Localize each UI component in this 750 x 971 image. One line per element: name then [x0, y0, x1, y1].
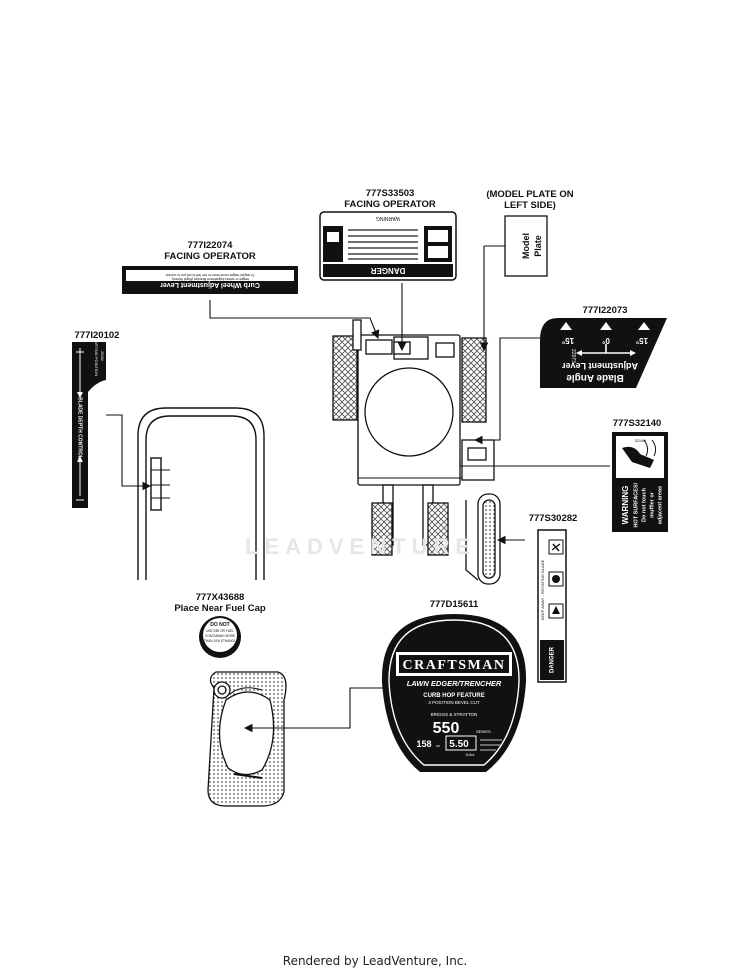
danger-strip-text: KEEP AWAY - ROTATING BLADE	[540, 559, 545, 620]
decal-hot-warning: 32140 WARNING HOT SURFACES! Do not touch…	[612, 432, 668, 532]
model-plate-line2: Plate	[533, 235, 543, 257]
part-note: Place Near Fuel Cap	[174, 603, 266, 614]
blade-angle-center: 0°	[602, 336, 610, 345]
part-note: LEFT SIDE)	[504, 200, 556, 211]
part-label-777S32140: 777S32140	[602, 418, 672, 429]
curb-wheel-title: Curb Wheel Adjustment Lever	[160, 281, 260, 288]
hot-warning-line4: adjacent areas	[657, 486, 663, 524]
decal-danger-top: DANGER WARNING	[319, 211, 457, 281]
leader-lines	[106, 245, 610, 733]
blade-angle-code: 22073	[570, 349, 576, 363]
hot-warning-line1: HOT SURFACES!	[633, 482, 639, 527]
depth-control-label: BLADE DEPTH CONTROL	[77, 397, 83, 459]
craftsman-series-sub: SERIES	[476, 729, 491, 734]
decal-blade-angle: 15° 0° 15° Adjustment Lever Blade Angle …	[540, 318, 667, 388]
blade-angle-left: 15°	[636, 336, 648, 345]
fuel-cap-line3: CONTAINING MORE	[205, 634, 235, 638]
blade-angle-line2: Adjustment Lever	[562, 361, 639, 371]
part-number: 777I22073	[582, 305, 628, 316]
part-label-model-plate: (MODEL PLATE ON LEFT SIDE)	[470, 189, 590, 211]
hot-warning-code: 32140	[634, 438, 646, 443]
part-label-777S30282: 777S30282	[518, 513, 588, 524]
decal-fuel-cap: DO NOT USE E85 OR FUEL CONTAINING MORE T…	[199, 616, 241, 658]
fuel-cap-line1: DO NOT	[210, 622, 229, 628]
craftsman-cc-unit: cc	[436, 743, 440, 748]
part-number: 777X43688	[195, 592, 245, 603]
hot-warning-line2: Do not touch	[641, 487, 647, 522]
danger-top-warning: WARNING	[376, 215, 400, 221]
decal-danger-strip: DANGER KEEP AWAY - ROTATING BLADE	[537, 529, 567, 683]
decal-curb-wheel: To adjust height move lever to the left …	[122, 266, 298, 294]
part-number: 777I20102	[74, 330, 120, 341]
craftsman-product: LAWN EDGER/TRENCHER	[407, 679, 502, 688]
craftsman-torque: 5.50	[449, 739, 469, 750]
curb-wheel-text: To adjust height move lever to the left …	[166, 273, 255, 277]
craftsman-cc: 158	[416, 739, 431, 749]
part-label-777I22074: 777I22074 FACING OPERATOR	[140, 240, 280, 262]
craftsman-feature2: 3 POSITION BEVEL CUT	[428, 700, 480, 705]
fuel-cap-line2: USE E85 OR FUEL	[206, 629, 234, 633]
model-plate-line1: Model	[521, 233, 531, 259]
part-number: 777I22074	[187, 240, 233, 251]
part-number: 777S32140	[612, 418, 662, 429]
depth-control-top: STARTING POSITION	[94, 336, 99, 376]
craftsman-feature1: CURB HOP FEATURE	[423, 693, 484, 699]
part-label-777I20102: 777I20102	[62, 330, 132, 341]
craftsman-engine-brand: BRIGGS & STRATTON	[431, 712, 478, 717]
part-note: FACING OPERATOR	[344, 199, 436, 210]
danger-strip-header: DANGER	[550, 646, 556, 673]
depth-control-code: 20102	[100, 351, 104, 361]
part-number: 777S33503	[365, 188, 415, 199]
edger-machine	[332, 319, 501, 585]
decal-craftsman: CRAFTSMAN LAWN EDGER/TRENCHER CURB HOP F…	[381, 614, 527, 772]
part-note: (MODEL PLATE ON	[486, 189, 574, 200]
decal-model-plate: Model Plate	[504, 215, 548, 277]
footer-credit: Rendered by LeadVenture, Inc.	[282, 954, 468, 968]
craftsman-series: 550	[433, 720, 460, 737]
part-label-777X43688: 777X43688 Place Near Fuel Cap	[160, 592, 280, 614]
part-label-777D15611: 777D15611	[414, 599, 494, 610]
danger-top-header: DANGER	[370, 266, 405, 275]
hot-warning-header: WARNING	[621, 486, 630, 525]
engine	[207, 671, 287, 807]
decal-depth-control: STARTING POSITION 20102 BLADE DEPTH CONT…	[72, 336, 106, 508]
hot-warning-line3: muffler or	[649, 491, 655, 518]
craftsman-brand: CRAFTSMAN	[403, 658, 506, 673]
curb-wheel-text-2: height or wheel Adjustment Bracket (Righ…	[171, 277, 249, 281]
blade-angle-line1: Blade Angle	[566, 372, 624, 383]
fuel-cap-line4: THAN 10% ETHANOL	[204, 639, 236, 643]
craftsman-torque-unit: ft-lbs	[466, 752, 475, 757]
part-note: FACING OPERATOR	[164, 251, 256, 262]
watermark: LEADVENTURE	[245, 534, 477, 559]
part-number: 777S30282	[528, 513, 578, 524]
part-label-777I22073: 777I22073	[565, 305, 645, 316]
blade-angle-right: 15°	[562, 336, 574, 345]
part-label-777S33503: 777S33503 FACING OPERATOR	[320, 188, 460, 210]
part-number: 777D15611	[429, 599, 479, 610]
